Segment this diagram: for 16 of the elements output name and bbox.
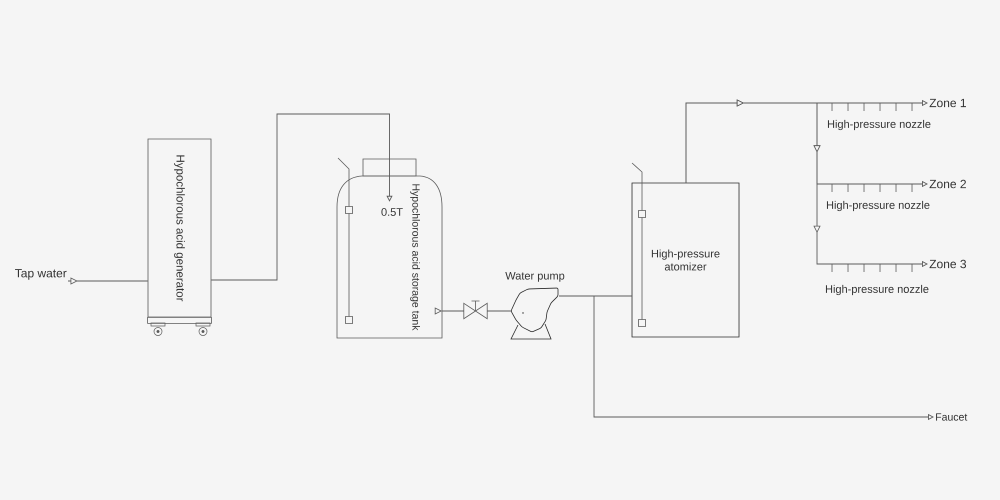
atomizer-box: High-pressure atomizer <box>632 182 740 338</box>
nozzle-label: High-pressure nozzle <box>826 284 928 296</box>
outlet-label: Faucet <box>936 413 968 421</box>
pipe-line <box>486 310 512 312</box>
zone-label: Zone 3 <box>930 260 966 268</box>
arrow <box>210 114 393 280</box>
nozzle-label: High-pressure nozzle <box>826 200 930 212</box>
nozzle-label: High-pressure nozzle <box>828 120 930 130</box>
endpoint-label: Tap water <box>15 269 67 280</box>
valve-symbol <box>463 300 488 320</box>
zone-label: Zone 2 <box>930 180 966 188</box>
water-pump: Water pump <box>505 272 564 340</box>
generator-cabinet: Hypochlorous acid generator <box>147 138 212 324</box>
node-label: Water pump <box>505 272 564 282</box>
capacity-text: 0.5T <box>381 208 403 216</box>
zone-label: Zone 1 <box>930 98 966 108</box>
